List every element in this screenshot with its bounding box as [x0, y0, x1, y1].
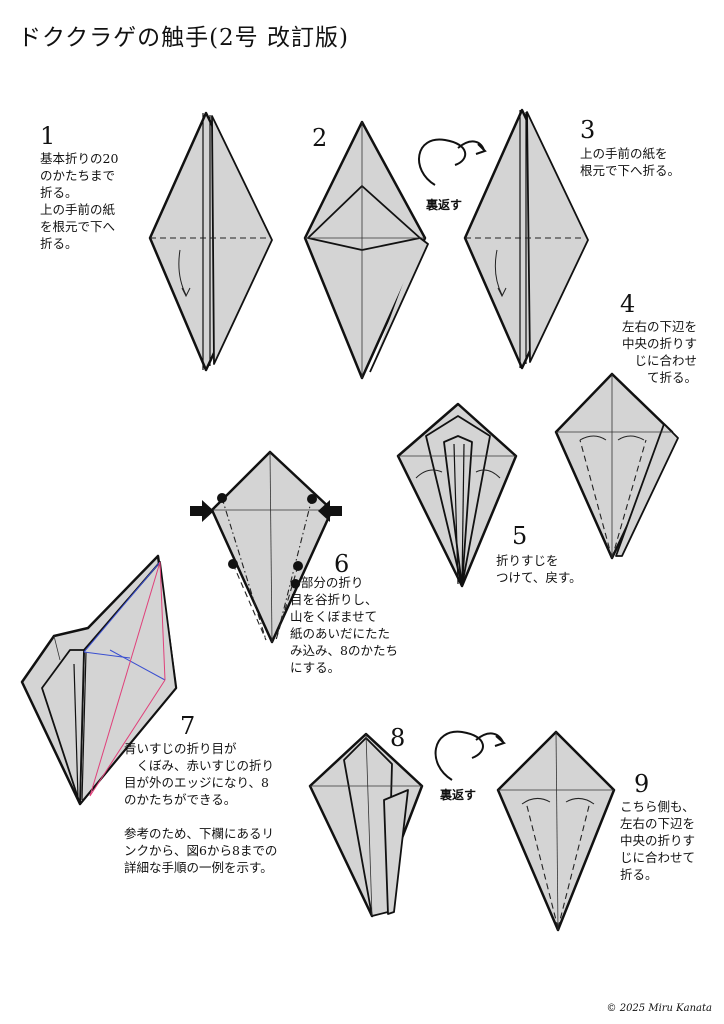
step-2-number: 2 — [312, 124, 328, 152]
step-7-number: 7 — [180, 712, 196, 740]
step-3-number: 3 — [580, 116, 596, 144]
step-6-number: 6 — [334, 550, 350, 578]
step-1-number: 1 — [40, 122, 56, 150]
flip-label-2: 裏返す — [440, 788, 477, 802]
step-1-text: 基本折りの20 のかたちまで 折る。 上の手前の紙 を根元で下へ 折る。 — [40, 151, 119, 251]
copyright: © 2025 Miru Kanata — [606, 1003, 712, 1014]
step-5-figure — [396, 402, 518, 588]
push-arrow-icon — [190, 500, 214, 522]
step-2-figure — [303, 120, 429, 380]
step-4-figure — [554, 372, 679, 560]
dot-marker-icon — [217, 493, 227, 503]
step-6-figure — [190, 450, 342, 644]
step-5-text: 折りすじを つけて、戻す。 — [496, 553, 582, 585]
step-7-figure — [20, 554, 178, 806]
step-9-figure — [496, 730, 616, 932]
step-8-number: 8 — [390, 724, 406, 752]
step-1-figure — [148, 111, 273, 372]
step-9-text: こちら側も、 左右の下辺を 中央の折りす じに合わせて 折る。 — [620, 799, 696, 882]
step-3-figure — [463, 108, 589, 370]
step-5-number: 5 — [512, 522, 528, 550]
step-4-text: 左右の下辺を 中央の折りす じに合わせ て折る。 — [622, 319, 698, 385]
step-7-text: 青いすじの折り目が くぼみ、赤いすじの折り 目が外のエッジになり、8 のかたちが… — [124, 741, 278, 875]
fold-arrow-icon — [178, 249, 187, 296]
step-4-number: 4 — [620, 290, 636, 318]
step-3-text: 上の手前の紙を 根元で下へ折る。 — [580, 146, 681, 178]
flip-arrow-icon — [434, 730, 506, 781]
flip-label-1: 裏返す — [426, 198, 463, 212]
page-title: ドククラゲの触手(2号 改訂版) — [18, 25, 349, 51]
step-6-text: ●部分の折り 目を谷折りし、 山をくぼませて 紙のあいだにたた み込み、8のかた… — [290, 575, 398, 675]
step-8-figure — [308, 732, 424, 918]
flip-arrow-icon — [418, 138, 487, 186]
step-9-number: 9 — [634, 770, 650, 798]
